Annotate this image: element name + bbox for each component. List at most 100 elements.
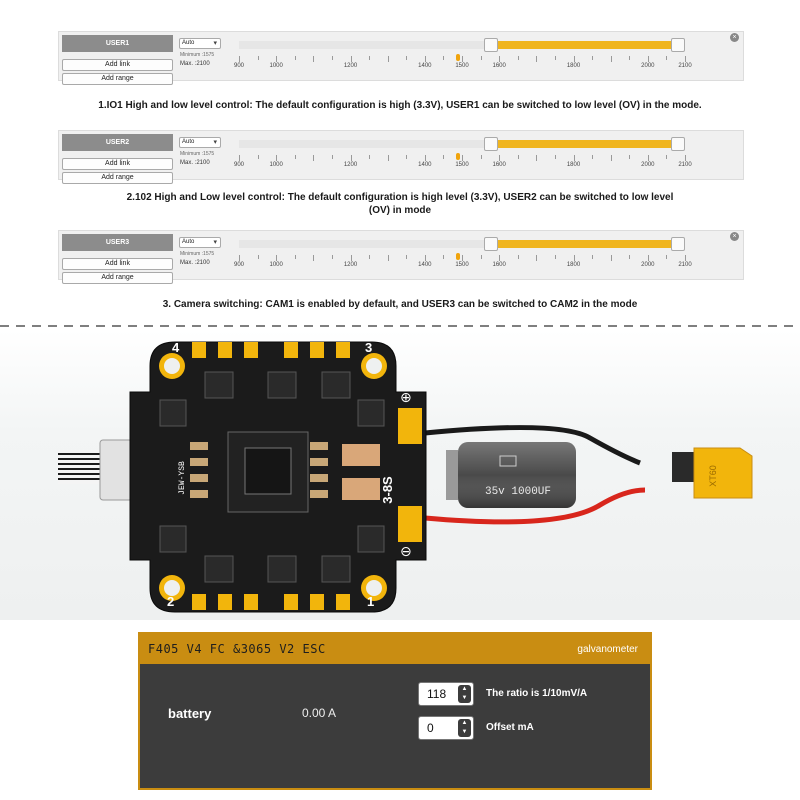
scale-tick <box>443 56 445 60</box>
scale-tick <box>276 155 278 161</box>
scale-tick <box>294 155 296 159</box>
aux-channel-select[interactable]: Auto <box>179 38 221 49</box>
scale-tick <box>443 155 445 159</box>
range-high-handle[interactable] <box>671 237 685 251</box>
scale-tick <box>480 255 482 259</box>
range-slider-track[interactable] <box>239 137 685 151</box>
range-low-handle[interactable] <box>484 38 498 52</box>
scale-tick <box>387 155 389 161</box>
range-slider-fill <box>491 240 681 248</box>
scale-tick <box>536 56 538 62</box>
scale-tick-label: 1600 <box>492 63 506 69</box>
range-high-handle[interactable] <box>671 38 685 52</box>
channel-value-marker <box>456 253 460 260</box>
scale-tick-label: 900 <box>233 262 245 268</box>
battery-label: battery <box>168 706 212 721</box>
ratio-value: 118 <box>427 687 447 701</box>
add-range-button[interactable]: Add range <box>62 272 173 284</box>
range-slider-track[interactable] <box>239 237 685 251</box>
add-link-button[interactable]: Add link <box>62 158 173 170</box>
scale-tick <box>443 255 445 259</box>
scale-tick <box>685 155 686 161</box>
scale-tick-label: 1800 <box>566 162 581 168</box>
mode-name-block: USER3 Add link Add range <box>62 234 173 285</box>
scale-tick <box>462 255 463 261</box>
offset-input[interactable]: 0 ▲▼ <box>418 716 474 740</box>
add-link-button[interactable]: Add link <box>62 59 173 71</box>
range-max-readout: Max. :2100 <box>180 61 210 67</box>
select-value: Auto <box>182 239 195 245</box>
scale-tick-label: 2100 <box>678 162 692 168</box>
scale-tick-label: 1500 <box>455 262 469 268</box>
scale-tick <box>499 155 501 161</box>
range-min-readout: Minimum :1575 <box>180 52 215 58</box>
scale-tick <box>424 155 426 161</box>
scale-tick <box>313 255 315 261</box>
range-slider-track[interactable] <box>239 38 685 52</box>
mode-panel-user3: USER3 Add link Add range Auto Minimum :1… <box>58 230 744 284</box>
scale-tick <box>685 56 686 62</box>
scale-tick <box>573 155 575 161</box>
scale-tick <box>276 255 278 261</box>
plus-symbol: ⊕ <box>400 390 412 406</box>
add-range-button[interactable]: Add range <box>62 172 173 184</box>
corner-label-3: 3 <box>365 340 372 355</box>
range-high-handle[interactable] <box>671 137 685 151</box>
scale-tick <box>499 255 501 261</box>
scale-tick <box>313 56 315 62</box>
scale-tick <box>369 255 371 259</box>
connector-label: XT60 <box>708 465 718 487</box>
scale-tick-label: 1500 <box>455 63 469 69</box>
scale-tick <box>592 155 594 159</box>
aux-channel-select[interactable]: Auto <box>179 137 221 148</box>
caption-2-line-2: (OV) in mode <box>368 205 432 216</box>
scale-tick <box>369 155 371 159</box>
scale-tick <box>462 56 463 62</box>
scale-tick <box>517 255 519 259</box>
scale-tick <box>480 155 482 159</box>
add-link-button[interactable]: Add link <box>62 258 173 270</box>
scale-tick <box>629 155 631 159</box>
add-range-button[interactable]: Add range <box>62 73 173 85</box>
scale-tick <box>369 56 371 60</box>
ratio-label: The ratio is 1/10mV/A <box>486 688 588 699</box>
channel-value-marker <box>456 54 460 61</box>
scale-tick <box>406 155 408 159</box>
mode-label: USER2 <box>62 134 173 151</box>
scale-tick <box>610 155 612 161</box>
esc-board-illustration: 4 3 2 1 ⊕ ⊖ 3-8S JEW-YSB 35v 1000UF XT60 <box>58 340 753 613</box>
scale-tick <box>424 255 426 261</box>
scale-tick <box>387 255 389 261</box>
voltage-rating-label: 3-8S <box>380 476 395 504</box>
scale-tick <box>239 155 240 161</box>
scale-tick <box>350 255 352 261</box>
mode-panel-user1: USER1 Add link Add range Auto Minimum :1… <box>58 31 744 85</box>
scale-tick <box>647 255 649 261</box>
minus-symbol: ⊖ <box>400 544 412 560</box>
scale-tick <box>573 56 575 62</box>
close-icon[interactable]: × <box>730 232 739 241</box>
scale-tick-label: 1800 <box>566 262 581 268</box>
scale-tick-label: 2000 <box>641 63 655 69</box>
caption-1: 1.IO1 High and low level control: The de… <box>98 100 702 111</box>
aux-channel-select[interactable]: Auto <box>179 237 221 248</box>
scale-tick <box>239 255 240 261</box>
range-low-handle[interactable] <box>484 137 498 151</box>
scale-tick-label: 2100 <box>678 262 692 268</box>
ratio-input[interactable]: 118 ▲▼ <box>418 682 474 706</box>
mode-label: USER1 <box>62 35 173 52</box>
range-low-handle[interactable] <box>484 237 498 251</box>
galvanometer-panel: F405 V4 FC &3065 V2 ESC galvanometer bat… <box>138 632 652 790</box>
dashed-divider <box>0 325 800 327</box>
offset-label: Offset mA <box>486 722 534 733</box>
stepper-arrows-icon[interactable]: ▲▼ <box>458 685 471 703</box>
scale-tick <box>554 255 556 259</box>
stepper-arrows-icon[interactable]: ▲▼ <box>458 719 471 737</box>
close-icon[interactable]: × <box>730 33 739 42</box>
scale-tick-label: 1400 <box>418 63 432 69</box>
range-min-readout: Minimum :1575 <box>180 251 215 257</box>
side-silkscreen-label: JEW-YSB <box>178 461 187 495</box>
